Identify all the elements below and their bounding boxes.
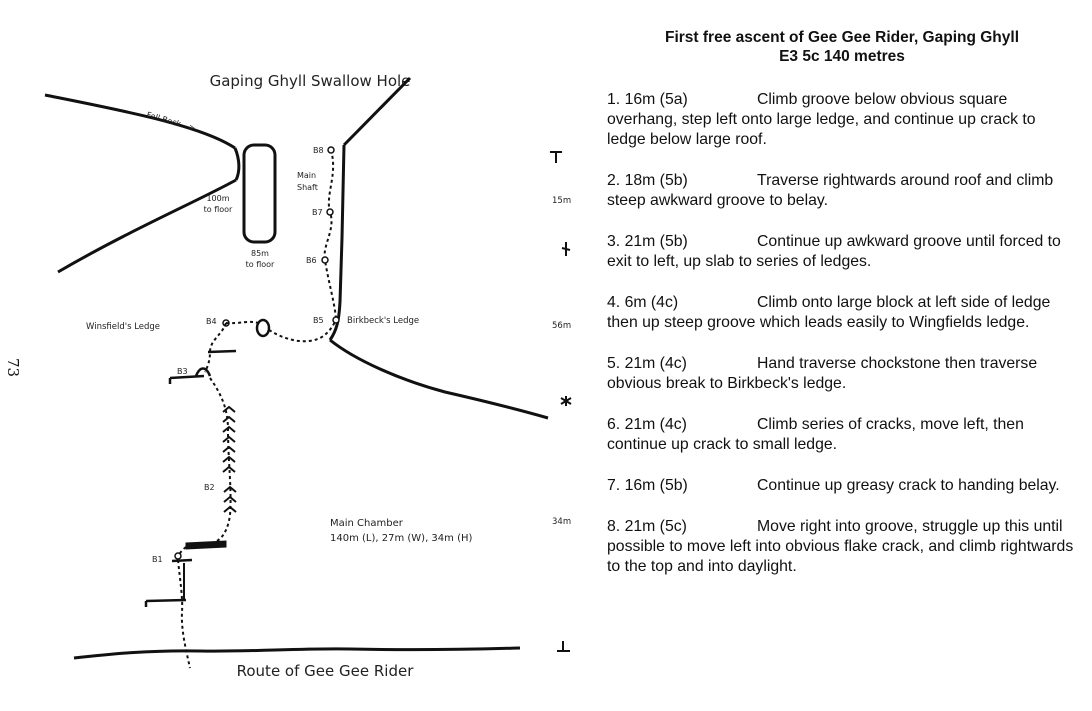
pitch-heading: 8. 21m (5c) <box>607 518 687 535</box>
shaft-depth-label-2a: 85m <box>251 249 269 258</box>
route-b4-b3-section <box>204 322 227 373</box>
ledge-b1-top <box>171 558 193 563</box>
pitch-heading: 1. 16m (5a) <box>607 91 688 108</box>
diagram-title: Gaping Ghyll Swallow Hole <box>210 72 411 90</box>
main-shaft-label-2: Shaft <box>297 183 318 192</box>
pitch-heading: 5. 21m (4c) <box>607 355 687 372</box>
pitch-description: Climb groove below obvious square overha… <box>607 91 1036 148</box>
pitch-1: 1. 16m (5a)Climb groove below obvious sq… <box>607 90 1077 150</box>
ascent-title-line-2: E3 5c 140 metres <box>779 48 905 65</box>
route-traverse-section <box>225 320 259 325</box>
ascent-title-line-1: First free ascent of Gee Gee Rider, Gapi… <box>664 29 1020 46</box>
pitch-heading: 3. 21m (5b) <box>607 233 688 250</box>
left-surface-upper-line <box>44 93 236 150</box>
pitch-heading: 4. 6m (4c) <box>607 294 679 311</box>
block-b3 <box>194 367 212 377</box>
belay-b7-marker <box>326 208 334 216</box>
main-shaft-label-1: Main <box>297 171 316 180</box>
pitch-heading: 6. 21m (4c) <box>607 416 687 433</box>
central-pillar <box>242 143 277 244</box>
pitch-6: 6. 21m (4c)Climb series of cracks, move … <box>607 415 1077 455</box>
pitch-description: Climb series of cracks, move left, then … <box>607 416 1024 453</box>
main-chamber-name: Main Chamber <box>330 518 404 529</box>
ascent-title: First free ascent of Gee Gee Rider, Gapi… <box>607 28 1077 66</box>
chockstone <box>255 318 271 338</box>
main-shaft-right-wall <box>342 76 412 147</box>
route-b1-connection <box>177 546 187 557</box>
pitch-description: Traverse rightwards around roof and clim… <box>607 172 1054 209</box>
belay-b6-label: B6 <box>306 256 317 265</box>
shaft-depth-label-1b: to floor <box>204 205 233 214</box>
scale-label-34m: 34m <box>552 517 571 527</box>
cave-floor-line <box>73 646 521 660</box>
belay-b3-label: B3 <box>177 367 188 376</box>
stream-label: Fell Beck --> <box>145 110 196 133</box>
scale-label-56m: 56m <box>552 321 571 331</box>
shaft-depth-label-1a: 100m <box>206 194 229 203</box>
route-topo-diagram: Gaping Ghyll Swallow Hole Fell Beck --> … <box>44 72 572 680</box>
route-crack-section <box>209 377 232 543</box>
route-description: First free ascent of Gee Gee Rider, Gapi… <box>607 28 1077 598</box>
belay-b4-label: B4 <box>206 317 217 326</box>
pitch-5: 5. 21m (4c)Hand traverse chockstone then… <box>607 354 1077 394</box>
belay-b8-label: B8 <box>313 146 324 155</box>
ledge-b3 <box>168 374 205 384</box>
ledge-bottom <box>144 598 187 607</box>
belay-b5-label: B5 <box>313 316 324 325</box>
belay-b7-label: B7 <box>312 208 323 217</box>
pitch-description: Hand traverse chockstone then traverse o… <box>607 355 1038 392</box>
pitch-description: Move right into groove, struggle up this… <box>607 518 1074 575</box>
chamber-roof-line <box>329 338 549 420</box>
main-chamber-dimensions: 140m (L), 27m (W), 34m (H) <box>330 533 472 544</box>
pitch-description: Continue up greasy crack to handing bela… <box>757 477 1060 494</box>
shaft-depth-label-2b: to floor <box>246 260 275 269</box>
pitch-heading: 7. 16m (5b) <box>607 477 688 494</box>
left-surface-lower-line <box>57 178 237 274</box>
route-shaft-section <box>323 149 337 319</box>
birkbecks-ledge-label: Birkbeck's Ledge <box>347 316 419 326</box>
pitch-2: 2. 18m (5b)Traverse rightwards around ro… <box>607 171 1077 211</box>
scale-mark-bottom <box>557 641 570 652</box>
pitch-8: 8. 21m (5c)Move right into groove, strug… <box>607 517 1077 577</box>
scale-label-15m: 15m <box>552 196 571 206</box>
height-scale: 15m 56m 34m <box>550 151 572 652</box>
left-pothole-edge <box>233 147 241 181</box>
crack-chevrons <box>222 405 237 513</box>
large-block-ledge <box>185 540 227 550</box>
pitch-3: 3. 21m (5b)Continue up awkward groove un… <box>607 232 1077 272</box>
pitch-description: Continue up awkward groove until forced … <box>607 233 1061 270</box>
belay-b2-label: B2 <box>204 483 215 492</box>
belay-b8-marker <box>327 146 335 154</box>
pitch-4: 4. 6m (4c)Climb onto large block at left… <box>607 293 1077 333</box>
pitch-list: 1. 16m (5a)Climb groove below obvious sq… <box>607 90 1077 577</box>
belay-b6-marker <box>321 256 329 264</box>
scale-mark-top <box>550 151 562 163</box>
belay-b1-label: B1 <box>152 555 163 564</box>
pitch-heading: 2. 18m (5b) <box>607 172 688 189</box>
route-traverse-section-2 <box>268 319 337 343</box>
page-number: 73 <box>4 358 22 378</box>
scale-mark-3 <box>560 396 572 406</box>
diagram-caption: Route of Gee Gee Rider <box>237 662 415 680</box>
pitch-7: 7. 16m (5b) Continue up greasy crack to h… <box>607 476 1077 496</box>
pitch-description: Climb onto large block at left side of l… <box>607 294 1051 331</box>
winsfields-ledge-label: Winsfield's Ledge <box>86 322 160 332</box>
scale-mark-2 <box>561 242 571 256</box>
belay-b1-marker <box>174 552 182 560</box>
ledge-small-1 <box>207 349 237 354</box>
